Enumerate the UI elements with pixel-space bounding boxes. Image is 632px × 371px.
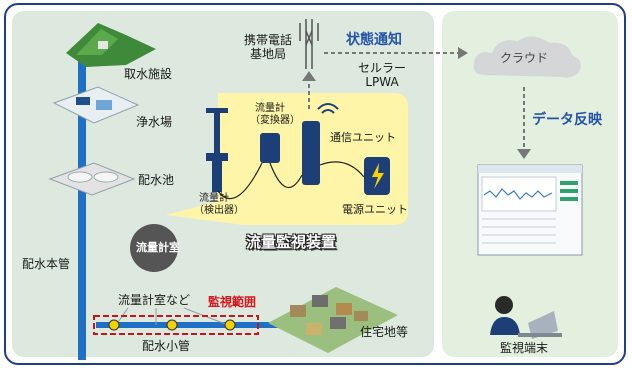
signal-icon xyxy=(317,103,339,114)
main-pipe-label: 配水本管 xyxy=(22,257,71,271)
monitor-screen-icon xyxy=(477,164,583,256)
monitoring-range-label: 監視範囲 xyxy=(208,295,257,309)
device-title: 流量監視装置 xyxy=(246,233,337,251)
reservoir-icon xyxy=(48,162,136,196)
residential-area-icon xyxy=(268,287,398,353)
meter-point xyxy=(224,319,236,331)
small-pipe xyxy=(96,322,296,328)
small-pipe-label: 配水小管 xyxy=(142,339,191,353)
diagram-graphics xyxy=(48,19,583,360)
flowmeter-converter-label: 流量計 （変換器） xyxy=(250,103,300,126)
reservoir-label: 配水池 xyxy=(138,173,175,187)
base-station-icon xyxy=(299,19,319,69)
flowmeter-detector-icon xyxy=(206,108,228,192)
cellular-label: セルラー LPWA xyxy=(357,61,406,89)
monitoring-range-box xyxy=(93,315,259,335)
data-reflection-label: データ反映 xyxy=(532,112,602,128)
cloud-label: クラウド xyxy=(500,51,549,65)
intake-facility-icon xyxy=(66,23,156,67)
comm-unit-icon xyxy=(302,121,320,185)
purification-plant-icon xyxy=(52,86,140,124)
meter-point xyxy=(108,319,120,331)
status-notification-label: 状態通知 xyxy=(346,32,402,48)
main-pipe xyxy=(78,45,86,360)
operator-icon xyxy=(490,296,562,339)
cloud-icon xyxy=(473,36,581,78)
purification-label: 浄水場 xyxy=(136,115,173,129)
diagram-frame: 取水施設 浄水場 配水池 配水本管 流量計室 流量計室など 監視範囲 配水小管 … xyxy=(4,3,626,365)
power-unit-label: 電源ユニット xyxy=(342,203,408,216)
meter-rooms-etc-label: 流量計室など xyxy=(118,293,191,307)
flowmeter-detector-label: 流量計 （検出器） xyxy=(194,193,244,216)
meter-room-icon xyxy=(130,224,178,272)
base-station-label: 携帯電話 基地局 xyxy=(243,33,292,61)
meter-point xyxy=(166,319,178,331)
comm-unit-label: 通信ユニット xyxy=(330,131,396,144)
meter-room-label: 流量計室 xyxy=(136,241,180,254)
device-callout xyxy=(166,93,408,225)
monitoring-terminal-label: 監視端末 xyxy=(500,341,549,355)
flowmeter-converter-icon xyxy=(260,133,280,163)
residential-label: 住宅地等 xyxy=(360,325,409,339)
intake-label: 取水施設 xyxy=(124,67,173,81)
